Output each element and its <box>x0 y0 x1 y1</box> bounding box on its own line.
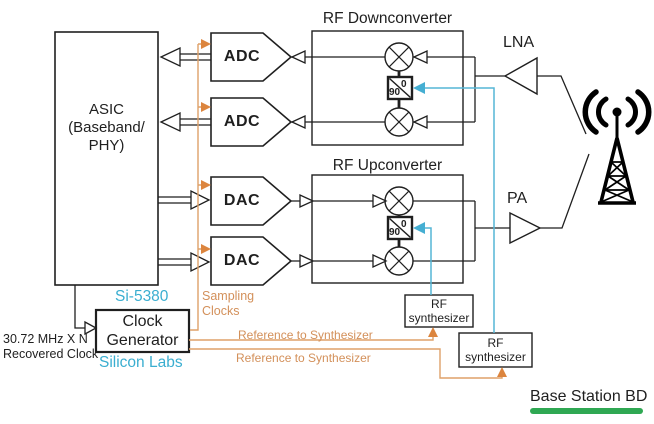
antenna-tower-icon <box>582 89 652 205</box>
dac1-label: DAC <box>223 192 261 209</box>
adc1-block <box>210 32 293 82</box>
up-phase-0: 0 <box>401 219 407 230</box>
diagram-caption: Base Station BD <box>530 388 648 405</box>
lna-label: LNA <box>503 34 535 51</box>
sampling-clocks-line2: Clocks <box>202 304 240 318</box>
arrow-left-icon <box>290 49 306 65</box>
rf-synthesizer2-box <box>458 332 533 368</box>
lna-amplifier-icon <box>503 56 538 96</box>
arrow-left-icon <box>412 114 428 130</box>
lo-arrow-icon <box>413 82 425 94</box>
input-clock-line1: 30.72 MHz X N <box>3 332 88 346</box>
sampling-clocks-label: Sampling Clocks <box>202 289 254 319</box>
lna-antenna-line <box>537 75 587 135</box>
adc2-label: ADC <box>223 113 261 130</box>
dac2-block <box>210 236 293 286</box>
clock-arrow-icon <box>201 180 211 190</box>
down-phase-90: 90 <box>389 87 401 98</box>
arrow-left-icon <box>412 49 428 65</box>
asic-label: ASIC (Baseband/ PHY) <box>55 101 158 155</box>
asic-label-line2: (Baseband/ <box>68 119 145 136</box>
arrow-right-icon <box>372 253 388 269</box>
clock-routing <box>189 39 507 379</box>
arrow-right-icon <box>299 193 315 209</box>
reference2-label: Reference to Synthesizer <box>236 351 371 365</box>
mixer-icon <box>384 186 414 216</box>
reference-arrow-icon <box>497 367 507 377</box>
lo-arrow-icon <box>413 222 425 234</box>
dac2-label: DAC <box>223 252 261 269</box>
sampling-clock-line <box>190 43 202 331</box>
clock-generator-line2: Generator <box>106 332 179 350</box>
caption-underline <box>530 408 643 414</box>
reference-arrow-icon <box>428 327 438 337</box>
arrow-right-icon <box>299 253 315 269</box>
lo-routing <box>413 82 495 333</box>
bus-arrow-right-icon <box>190 251 211 273</box>
reference1-label: Reference to Synthesizer <box>238 328 373 342</box>
rf-synthesizer2-label: RF synthesizer <box>459 336 532 365</box>
rf-synthesizer1-box <box>404 294 474 328</box>
rf-synthesizer1-line1: RF <box>431 297 447 311</box>
arrow-left-icon <box>290 114 306 130</box>
signal-lines <box>74 53 590 329</box>
upconverter-splitter-bracket <box>474 201 510 261</box>
mixer-icon <box>384 107 414 137</box>
dac1-block <box>210 176 293 226</box>
arrow-right-icon <box>84 320 98 336</box>
clock-arrow-icon <box>201 244 211 254</box>
rf-synthesizer1-label: RF synthesizer <box>405 297 473 326</box>
downconverter-title: RF Downconverter <box>322 10 453 27</box>
phase-splitter-icon <box>386 215 414 247</box>
clock-vendor-label: Silicon Labs <box>99 354 183 371</box>
asic-label-line3: PHY) <box>88 137 125 154</box>
adc1-label: ADC <box>223 48 261 65</box>
clock-generator-box <box>94 308 191 354</box>
clock-generator-label: Clock Generator <box>96 312 189 350</box>
clock-generator-line1: Clock <box>122 313 163 330</box>
input-clock-label: 30.72 MHz X N Recovered Clock <box>3 332 98 362</box>
adc2-block <box>210 97 293 147</box>
input-clock-line2: Recovered Clock <box>3 347 99 361</box>
asic-label-line1: ASIC <box>88 101 124 118</box>
clock-arrow-icon <box>201 39 211 49</box>
bus-arrow-left-icon <box>159 111 181 133</box>
phase-splitters <box>386 71 414 247</box>
mixer-icon <box>384 246 414 276</box>
asic-clock-line <box>74 285 85 329</box>
synth2-to-downconverter-line <box>423 87 495 333</box>
open-arrowheads <box>84 46 428 336</box>
up-phase-90: 90 <box>389 227 401 238</box>
down-phase-0: 0 <box>401 79 407 90</box>
pa-label: PA <box>507 190 528 207</box>
bus-arrow-right-icon <box>190 189 211 211</box>
sampling-clocks-line1: Sampling <box>202 289 255 303</box>
clock-arrow-icon <box>201 102 211 112</box>
pa-antenna-line <box>540 153 590 229</box>
mixers <box>384 42 414 276</box>
rf-synthesizer2-line2: synthesizer <box>465 350 526 365</box>
clock-chip-label: Si-5380 <box>115 288 169 305</box>
arrow-right-icon <box>372 193 388 209</box>
synth1-to-upconverter-line <box>423 227 432 295</box>
mixer-icon <box>384 42 414 72</box>
upconverter-title: RF Upconverter <box>332 157 443 174</box>
asic-box <box>54 31 159 286</box>
phase-splitter-icon <box>386 71 414 108</box>
amplifier-symbols <box>503 56 542 245</box>
rf-synthesizer1-line2: synthesizer <box>408 311 470 326</box>
pa-amplifier-icon <box>509 211 542 245</box>
downconverter-combiner-bracket <box>474 57 505 122</box>
reference1-line <box>189 336 434 341</box>
rf-synthesizer2-line1: RF <box>487 336 504 350</box>
bus-arrow-left-icon <box>159 46 181 68</box>
